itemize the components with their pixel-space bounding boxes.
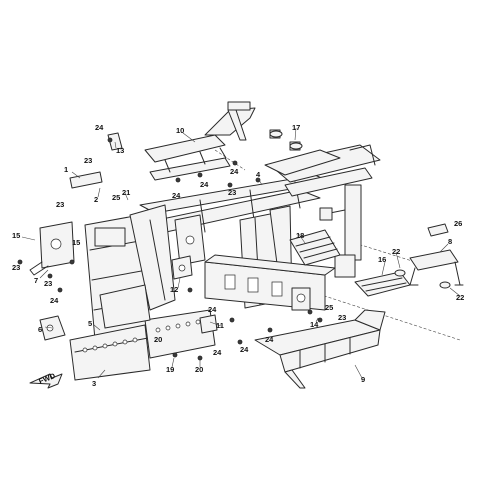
- foot-plate-18: [289, 229, 341, 266]
- callout-16: 16: [378, 255, 386, 264]
- callout-5: 5: [88, 319, 92, 328]
- callout-12: 12: [170, 285, 178, 294]
- callout-15b: 15: [72, 238, 80, 247]
- callout-10: 10: [176, 126, 184, 135]
- small-brackets: [107, 132, 218, 334]
- plate-26: [427, 223, 449, 237]
- callout-20b: 20: [195, 365, 203, 374]
- callout-24b: 24: [172, 191, 181, 200]
- mount-plate-left: [69, 171, 103, 189]
- rear-bracket-8: [409, 249, 464, 286]
- callout-3: 3: [92, 379, 96, 388]
- callout-7: 7: [34, 276, 38, 285]
- callout-25b: 25: [325, 303, 333, 312]
- callout-24c: 24: [200, 180, 209, 189]
- callout-22a: 22: [392, 247, 400, 256]
- callout-14: 14: [310, 320, 319, 329]
- callout-1: 1: [64, 165, 68, 174]
- callout-18: 18: [296, 231, 304, 240]
- front-lower-bumper: [69, 324, 151, 381]
- callout-9: 9: [361, 375, 365, 384]
- bushings: [269, 130, 451, 289]
- callout-19: 19: [166, 365, 174, 374]
- rear-subframe: [269, 144, 381, 278]
- callout-25a: 25: [112, 193, 120, 202]
- callout-24i: 24: [208, 305, 217, 314]
- callout-24d: 24: [230, 167, 239, 176]
- callout-23d: 23: [12, 263, 20, 272]
- fasteners: [17, 137, 323, 361]
- callout-labels: 1 2 3 4 5 6 7 8 9 10 11 12 13 14 15 15 1…: [12, 123, 464, 388]
- callout-22b: 22: [456, 293, 464, 302]
- callout-26: 26: [454, 219, 462, 228]
- callout-11: 11: [216, 321, 224, 330]
- leader-lines: [21, 127, 461, 379]
- callout-24e: 24: [50, 296, 59, 305]
- callout-6: 6: [38, 325, 42, 334]
- callout-21: 21: [122, 188, 130, 197]
- front-cross-beam: [204, 254, 336, 311]
- footrest-right: [254, 309, 386, 389]
- callout-23a: 23: [84, 156, 92, 165]
- callout-2: 2: [94, 195, 98, 204]
- dash-lines: [214, 149, 461, 341]
- forward-direction-arrow: FWD: [29, 371, 63, 389]
- lower-front-arm: [99, 284, 216, 359]
- callout-20a: 20: [154, 335, 162, 344]
- callout-23c: 23: [228, 188, 236, 197]
- side-bracket-6: [39, 315, 66, 341]
- upper-bracket-10: [144, 101, 256, 181]
- callout-24h: 24: [265, 335, 274, 344]
- callout-24a: 24: [95, 123, 104, 132]
- callout-4: 4: [256, 170, 261, 179]
- callout-24g: 24: [240, 345, 249, 354]
- callout-23b: 23: [56, 200, 64, 209]
- callout-8: 8: [448, 237, 452, 246]
- callout-23f: 23: [338, 313, 346, 322]
- callout-13: 13: [116, 146, 124, 155]
- bracket-15: [29, 221, 75, 276]
- callout-23e: 23: [44, 279, 52, 288]
- callout-15a: 15: [12, 231, 20, 240]
- callout-17: 17: [292, 123, 300, 132]
- callout-24f: 24: [213, 348, 222, 357]
